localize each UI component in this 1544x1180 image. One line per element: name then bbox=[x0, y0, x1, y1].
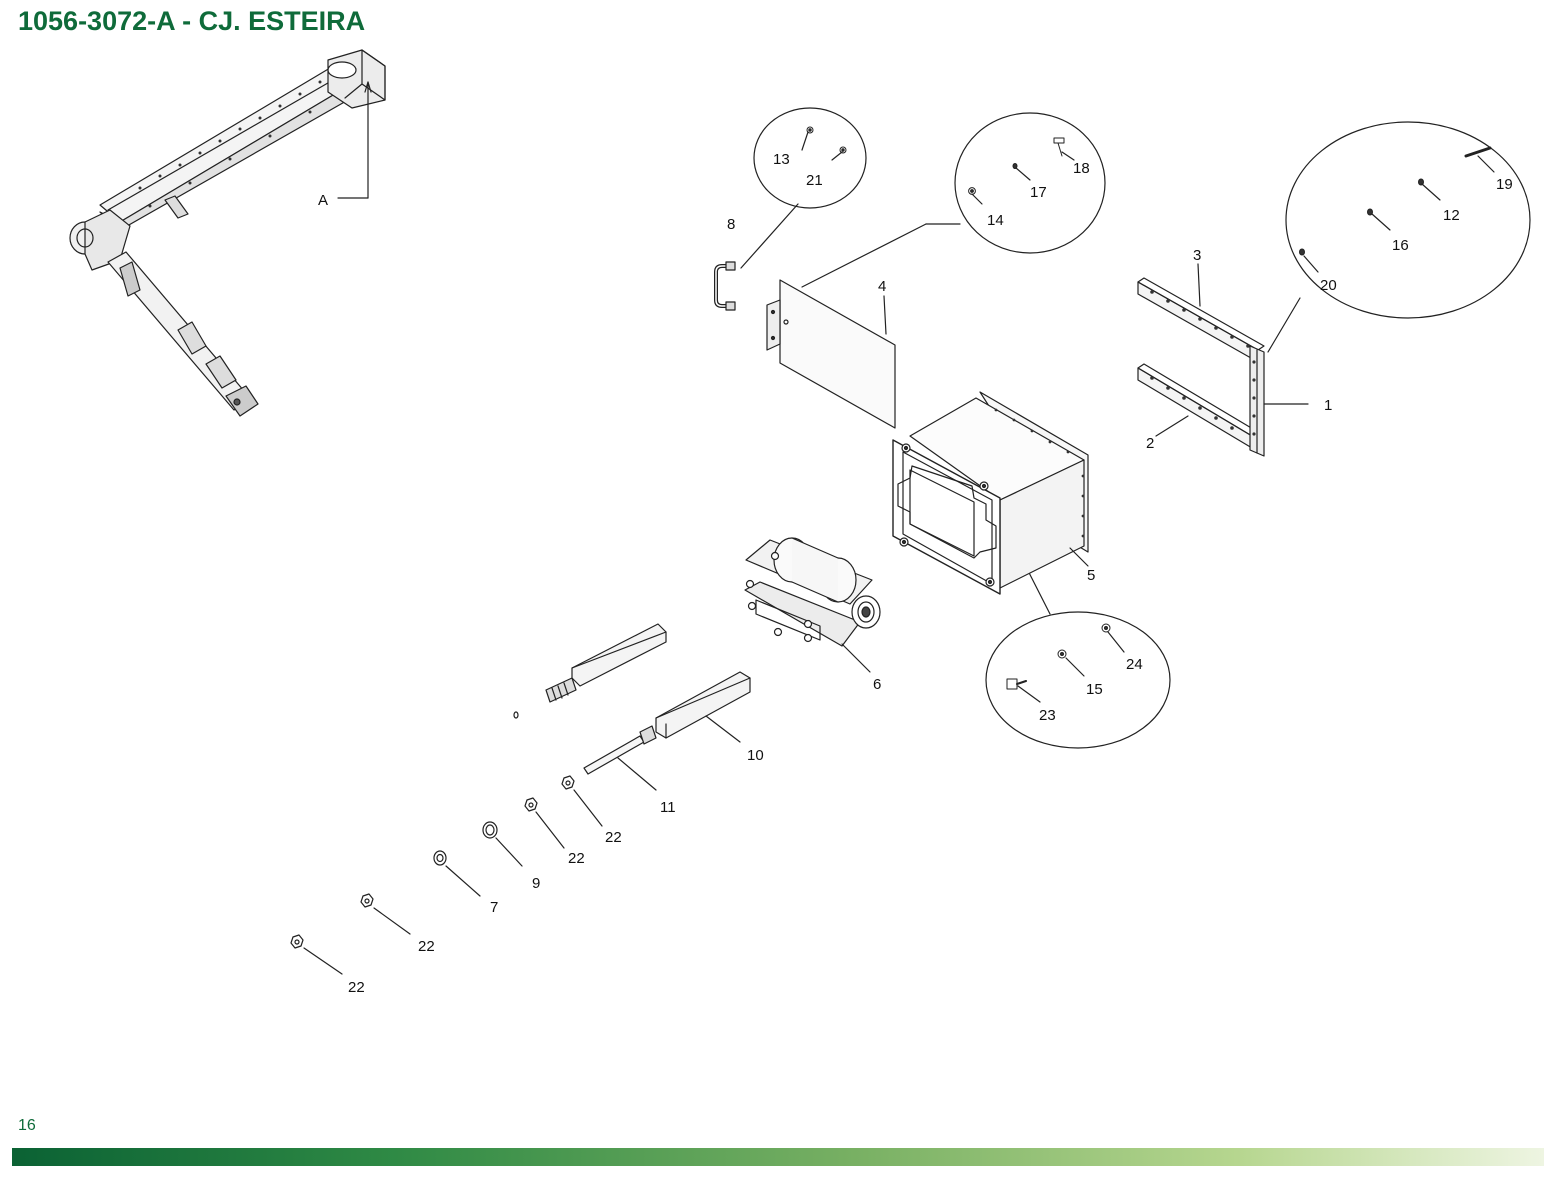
callout-22b: 22 bbox=[568, 850, 585, 867]
callout-13: 13 bbox=[773, 151, 790, 168]
callout-19: 19 bbox=[1496, 176, 1513, 193]
callout-2: 2 bbox=[1146, 435, 1154, 452]
detail-bubble-15-23-24 bbox=[985, 611, 1171, 749]
page-title: 1056-3072-A - CJ. ESTEIRA bbox=[18, 6, 366, 36]
callout-6: 6 bbox=[873, 676, 881, 693]
callout-12: 12 bbox=[1443, 207, 1460, 224]
callout-11: 11 bbox=[660, 799, 676, 816]
conveyor-overview-illustration bbox=[69, 49, 386, 417]
part-1-side-bar bbox=[1249, 345, 1265, 457]
callout-A: A bbox=[318, 192, 328, 209]
callout-14: 14 bbox=[987, 212, 1004, 229]
part-10-square-tube bbox=[655, 671, 751, 739]
part-3-upper-bar bbox=[1137, 277, 1265, 363]
callout-22a: 22 bbox=[605, 829, 622, 846]
callout-18: 18 bbox=[1073, 160, 1090, 177]
callout-16: 16 bbox=[1392, 237, 1409, 254]
callout-24: 24 bbox=[1126, 656, 1143, 673]
callout-3: 3 bbox=[1193, 247, 1201, 264]
callout-4: 4 bbox=[878, 278, 886, 295]
detail-bubble-13-21 bbox=[753, 107, 867, 209]
detail-bubble-14-17-18 bbox=[954, 112, 1106, 254]
callout-7: 7 bbox=[490, 899, 498, 916]
page-number: 16 bbox=[18, 1117, 36, 1134]
detail-bubble-12-16-19-20 bbox=[1285, 121, 1531, 319]
part-8-handle bbox=[714, 261, 736, 311]
callout-labels: A 1 2 3 4 5 6 7 8 9 10 11 12 13 14 15 16… bbox=[318, 151, 1513, 996]
callout-17: 17 bbox=[1030, 184, 1047, 201]
callout-22c: 22 bbox=[418, 938, 435, 955]
part-5-housing bbox=[892, 391, 1089, 595]
callout-8: 8 bbox=[727, 216, 735, 233]
callout-1: 1 bbox=[1324, 397, 1332, 414]
part-11-threaded-rod bbox=[583, 725, 657, 775]
callout-9: 9 bbox=[532, 875, 540, 892]
callout-21: 21 bbox=[806, 172, 823, 189]
callout-20: 20 bbox=[1320, 277, 1337, 294]
part-6-drive-drum bbox=[744, 537, 881, 647]
callout-10: 10 bbox=[747, 747, 764, 764]
part-4-cover-plate bbox=[766, 279, 896, 429]
part-tensioner-tube-upper bbox=[513, 623, 667, 719]
footer-gradient-bar bbox=[12, 1148, 1544, 1166]
callout-15: 15 bbox=[1086, 681, 1103, 698]
callout-22d: 22 bbox=[348, 979, 365, 996]
part-nuts-and-washers bbox=[290, 775, 575, 949]
callout-23: 23 bbox=[1039, 707, 1056, 724]
callout-5: 5 bbox=[1087, 567, 1095, 584]
